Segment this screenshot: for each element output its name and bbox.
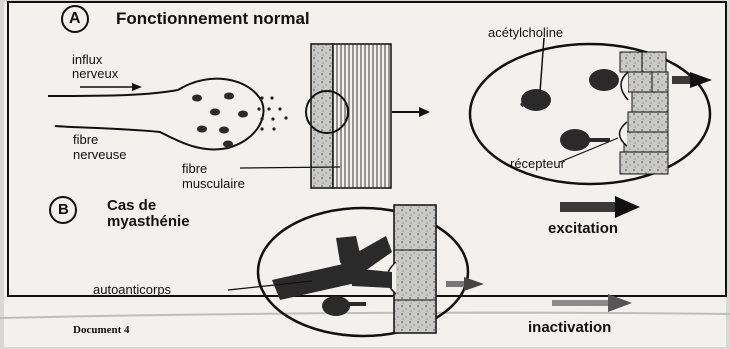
fibre-musculaire-label-1: fibre bbox=[182, 162, 207, 175]
muscle-membrane bbox=[311, 44, 333, 188]
muscle-membrane-b bbox=[394, 205, 436, 333]
influx-label-2: nerveux bbox=[72, 67, 118, 80]
section-b-title-2: myasthénie bbox=[107, 214, 190, 229]
acetylcholine-label: acétylcholine bbox=[488, 26, 563, 39]
acetylcholine-b bbox=[322, 296, 350, 316]
section-a-letter: A bbox=[69, 11, 81, 27]
excitation-label: excitation bbox=[548, 221, 618, 236]
inactivation-label: inactivation bbox=[528, 320, 611, 335]
fibre-nerveuse-label-1: fibre bbox=[73, 133, 98, 146]
fibre-musculaire-label-2: musculaire bbox=[182, 177, 245, 190]
section-b-title-1: Cas de bbox=[107, 198, 156, 213]
recepteur-label: récepteur bbox=[510, 157, 565, 170]
acetylcholine-b-tail bbox=[348, 302, 366, 306]
muscle-fiber bbox=[333, 44, 391, 188]
fibre-nerveuse-label-2: nerveuse bbox=[73, 148, 126, 161]
section-a-title: Fonctionnement normal bbox=[116, 10, 310, 27]
influx-label-1: influx bbox=[72, 53, 102, 66]
section-b-letter: B bbox=[58, 202, 69, 217]
autoanticorps-label: autoanticorps bbox=[93, 283, 171, 296]
document-caption: Document 4 bbox=[73, 325, 130, 336]
